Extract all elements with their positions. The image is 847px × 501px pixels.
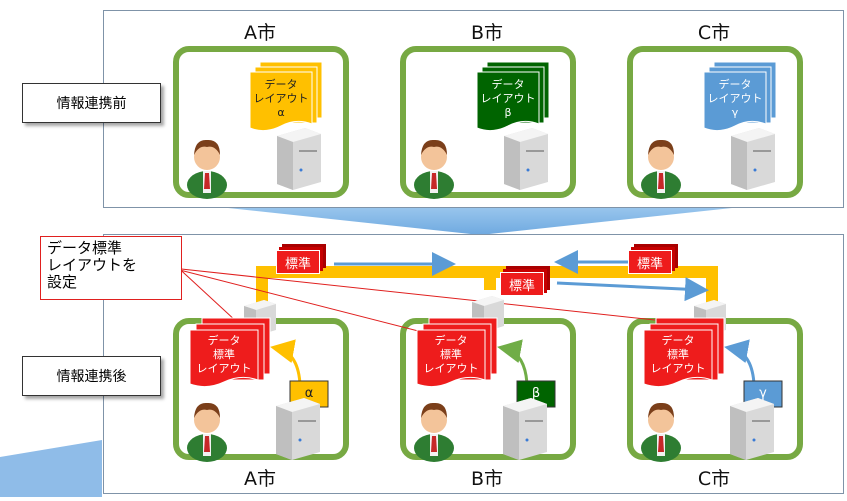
std-doc-label-c: データ標準レイアウト bbox=[650, 334, 706, 375]
side-arrow bbox=[0, 440, 110, 497]
before-label: 情報連携前 bbox=[22, 83, 161, 123]
doc-stack-c bbox=[703, 61, 777, 132]
server-icon bbox=[277, 128, 321, 190]
city-name: C市 bbox=[697, 22, 731, 44]
server-icon bbox=[731, 128, 775, 190]
after-label: 情報連携後 bbox=[22, 356, 161, 396]
person-icon bbox=[187, 139, 227, 199]
doc-stack-b bbox=[476, 61, 550, 132]
standard-tag: 標準 bbox=[500, 272, 544, 296]
transition-arrow bbox=[200, 205, 760, 235]
local-doc-label-c: γ bbox=[759, 386, 767, 401]
city-name: A市 bbox=[244, 22, 276, 44]
server-icon bbox=[504, 128, 548, 190]
person-icon bbox=[641, 402, 681, 462]
local-doc-label-a: α bbox=[304, 386, 314, 401]
standard-layout-callout: データ標準 レイアウトを 設定 bbox=[40, 236, 182, 300]
server-icon bbox=[503, 398, 547, 460]
std-doc-stack-a bbox=[189, 317, 271, 388]
standard-tag: 標準 bbox=[276, 250, 320, 274]
city-name: A市 bbox=[244, 468, 276, 490]
std-doc-stack-b bbox=[416, 317, 498, 388]
person-icon bbox=[187, 402, 227, 462]
person-icon bbox=[414, 139, 454, 199]
std-doc-stack-c bbox=[643, 317, 725, 388]
std-doc-label-a: データ標準レイアウト bbox=[196, 334, 252, 375]
server-icon bbox=[276, 398, 320, 460]
person-icon bbox=[414, 402, 454, 462]
city-name: B市 bbox=[470, 468, 504, 490]
city-name: C市 bbox=[697, 468, 731, 490]
local-doc-label-b: β bbox=[531, 386, 541, 401]
doc-stack-a bbox=[249, 61, 323, 132]
std-doc-label-b: データ標準レイアウト bbox=[423, 334, 479, 375]
person-icon bbox=[641, 139, 681, 199]
server-icon bbox=[730, 398, 774, 460]
standard-tag: 標準 bbox=[628, 250, 672, 274]
city-name: B市 bbox=[470, 22, 504, 44]
